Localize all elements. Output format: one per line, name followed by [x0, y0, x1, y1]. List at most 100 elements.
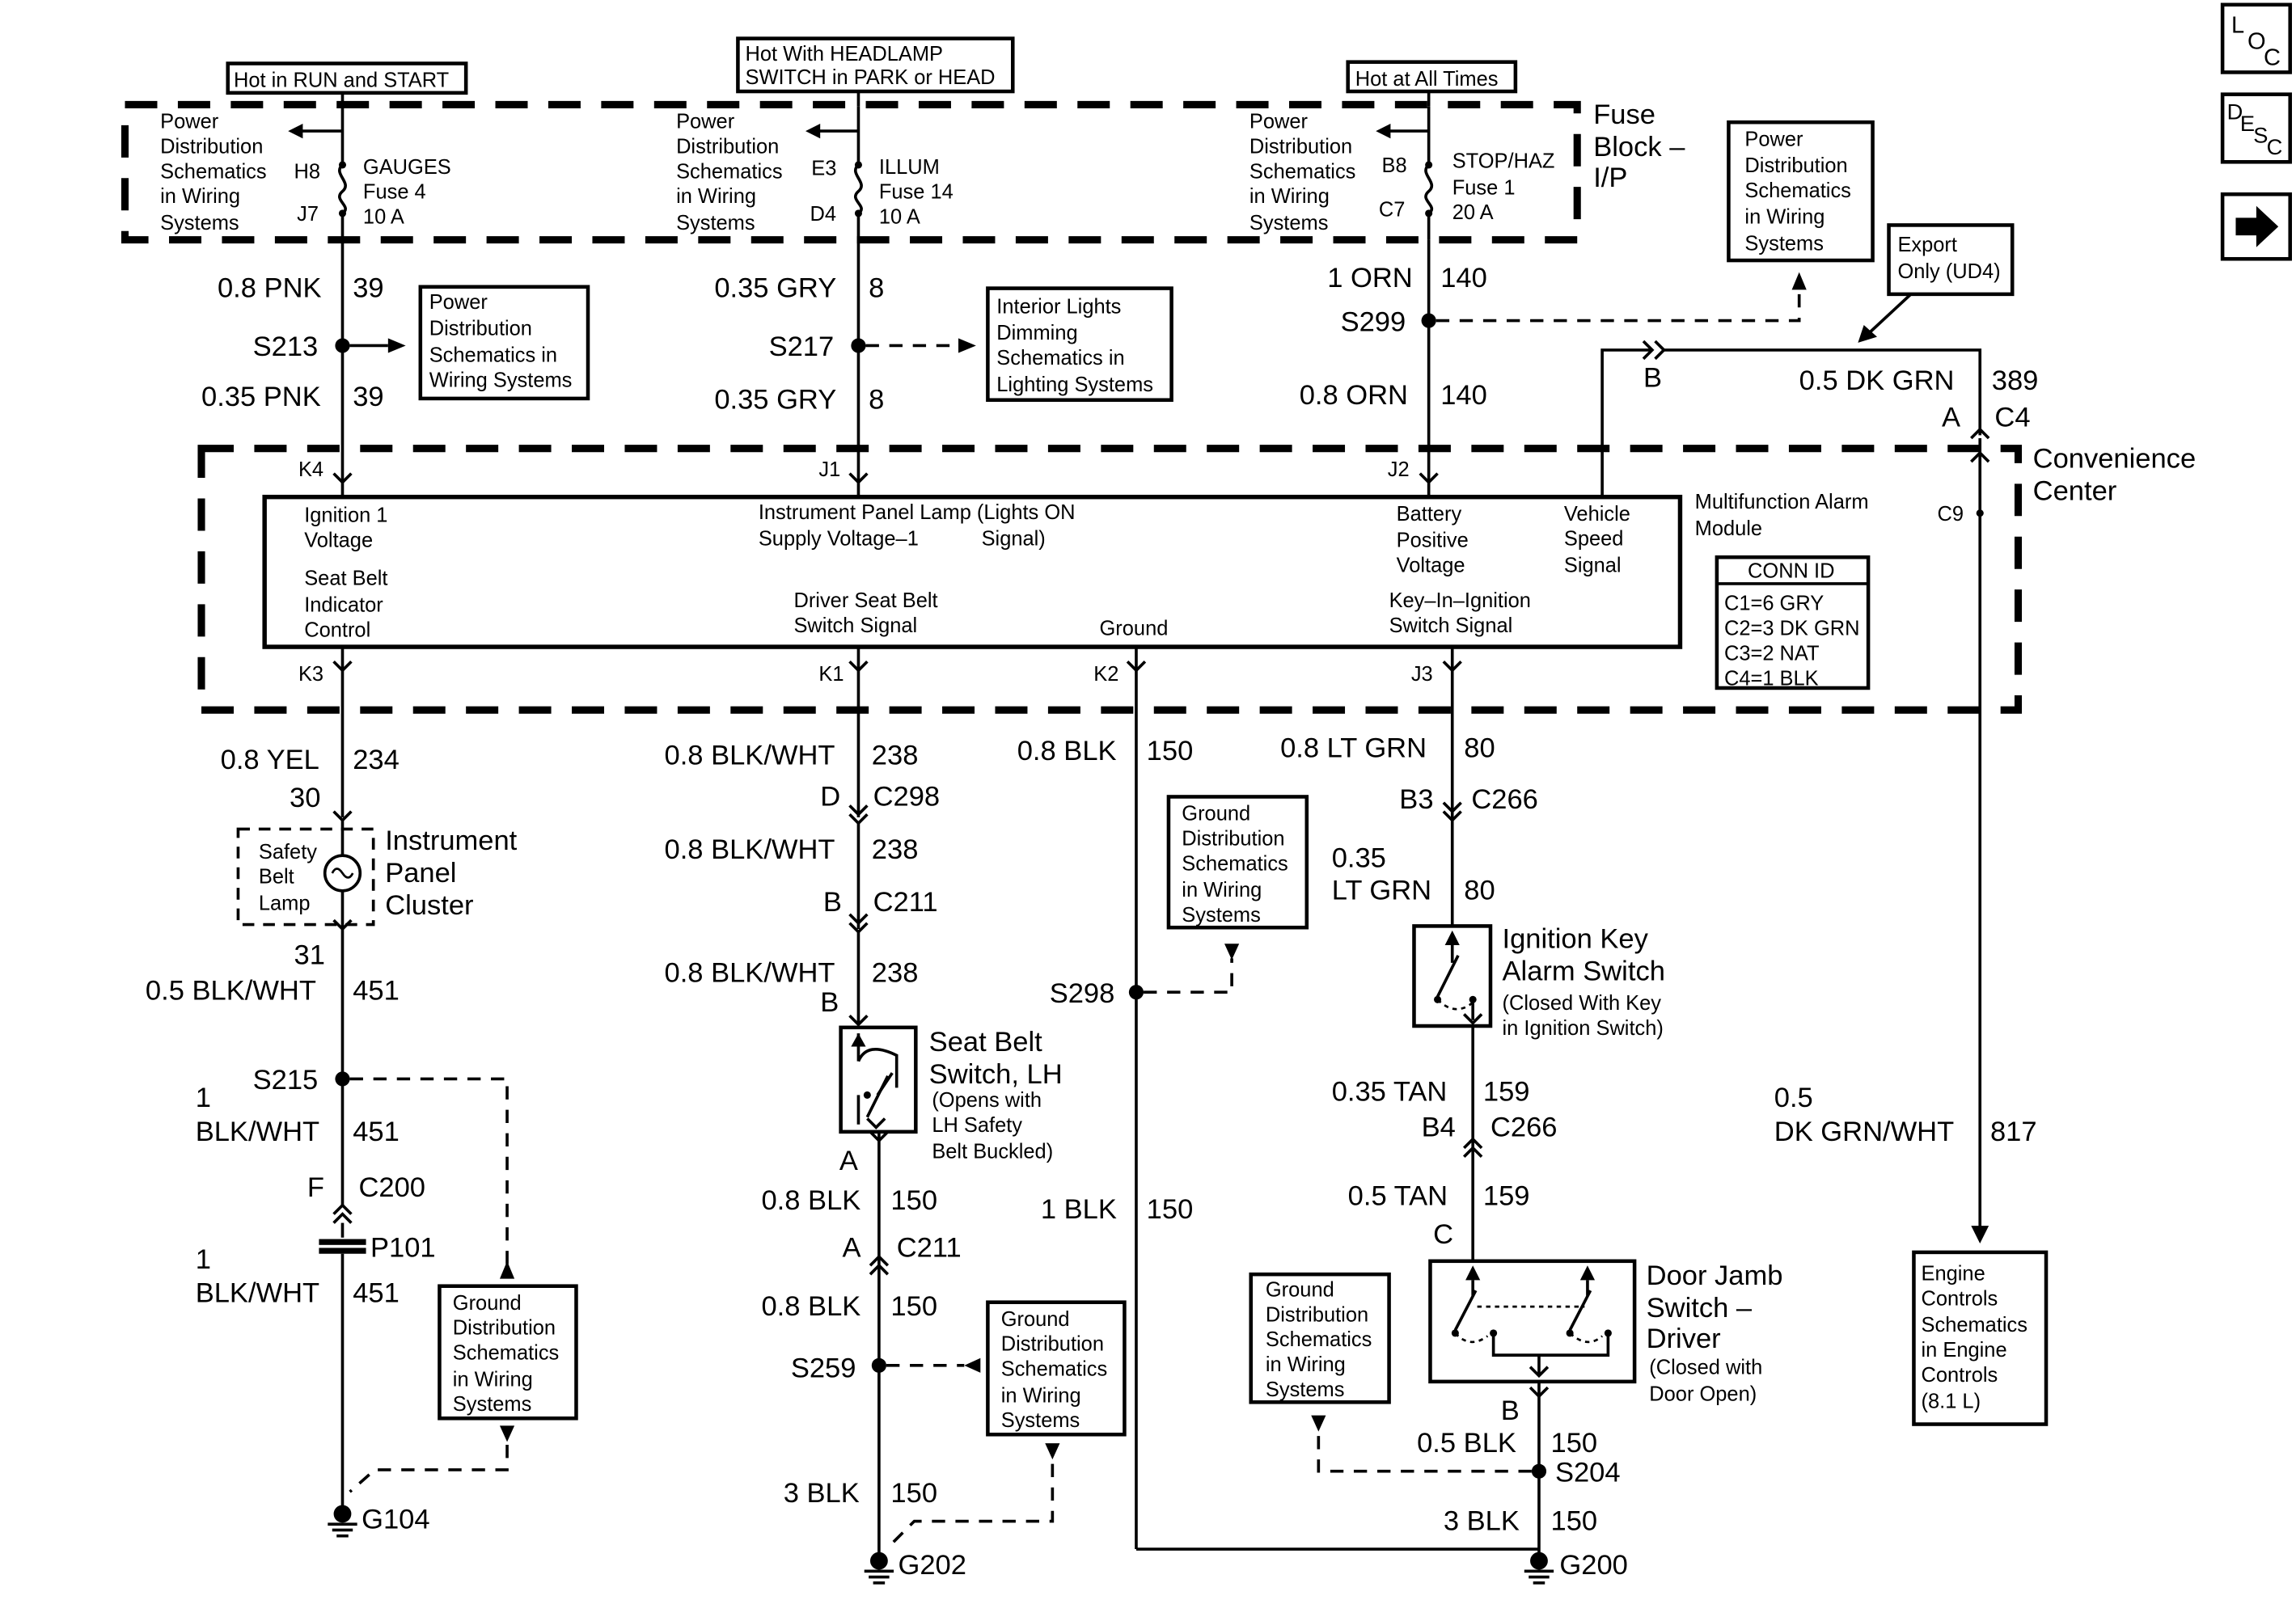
svg-text:E3: E3 [811, 158, 836, 180]
loc-button[interactable]: L O C [2220, 2, 2293, 74]
splice-s217: S217 [769, 331, 976, 362]
svg-text:Distribution: Distribution [1266, 1303, 1368, 1326]
svg-text:C211: C211 [873, 887, 938, 918]
svg-text:20 A: 20 A [1452, 201, 1494, 224]
svg-text:C1=6 GRY: C1=6 GRY [1724, 593, 1824, 615]
svg-text:C200: C200 [358, 1172, 425, 1203]
ignition-key-alarm-switch: Ignition Key Alarm Switch (Closed With K… [1412, 924, 1665, 1040]
svg-text:150: 150 [890, 1291, 937, 1322]
svg-text:150: 150 [890, 1478, 937, 1509]
svg-text:S: S [2253, 123, 2268, 148]
svg-text:Schematics: Schematics [1001, 1358, 1107, 1381]
svg-text:Ground: Ground [1100, 618, 1169, 640]
svg-text:S215: S215 [253, 1065, 319, 1096]
multifunction-alarm-module: Ignition 1 Voltage Instrument Panel Lamp… [262, 494, 1683, 649]
svg-text:0.8 BLK/WHT: 0.8 BLK/WHT [665, 740, 835, 771]
svg-text:Fuse 1: Fuse 1 [1452, 176, 1516, 199]
svg-text:C: C [2267, 134, 2283, 159]
svg-text:C4=1 BLK: C4=1 BLK [1724, 667, 1819, 690]
svg-text:Supply Voltage–1 Sig: Supply Voltage–1 Signal) [759, 528, 1046, 551]
fuse-gauges: H8 J7 GAUGES Fuse 4 10 A [294, 106, 451, 240]
svg-text:K3: K3 [298, 663, 323, 686]
svg-text:C211: C211 [897, 1232, 962, 1263]
svg-text:0.8 BLK/WHT: 0.8 BLK/WHT [665, 834, 835, 865]
ref-ground-s298[interactable]: Ground Distribution Schematics in Wiring… [1166, 795, 1309, 930]
svg-text:ILLUM: ILLUM [879, 156, 940, 179]
ref-ground-s215[interactable]: Ground Distribution Schematics in Wiring… [349, 1284, 578, 1493]
column-150-left: A 0.8 BLK 150 A C211 0.8 BLK 150 S259 3 … [761, 1130, 981, 1556]
svg-text:J3: J3 [1411, 663, 1433, 686]
svg-text:0.8 BLK: 0.8 BLK [761, 1185, 860, 1216]
svg-text:Schematics: Schematics [1922, 1314, 2027, 1336]
svg-text:80: 80 [1464, 733, 1495, 763]
splice-s213: S213 [253, 331, 406, 362]
svg-text:L: L [2231, 12, 2244, 38]
svg-text:Systems: Systems [1182, 904, 1261, 927]
right-arrow-icon [2235, 205, 2279, 247]
svg-text:Switch Signal: Switch Signal [793, 614, 917, 637]
svg-text:C2=3 DK GRN: C2=3 DK GRN [1724, 618, 1860, 640]
svg-text:F: F [307, 1172, 324, 1203]
svg-text:A: A [839, 1146, 858, 1176]
svg-text:S204: S204 [1555, 1457, 1621, 1488]
svg-text:Schematics: Schematics [1744, 179, 1850, 202]
svg-text:Instrument: Instrument [385, 825, 517, 856]
ref-power-dist-right[interactable]: Power Distribution Schematics in Wiring … [1727, 120, 1875, 263]
svg-text:150: 150 [1147, 1194, 1194, 1225]
svg-text:Power: Power [160, 110, 219, 133]
svg-text:0.8 PNK: 0.8 PNK [218, 272, 322, 303]
wire-vss-c4: B 0.5 DK GRN 389 A C4 [1600, 340, 2038, 497]
module-pin-k4: K4 [298, 458, 353, 497]
column-451: 31 0.5 BLK/WHT 451 S215 1 BLK/WHT 451 F … [146, 918, 515, 1507]
svg-text:GAUGES: GAUGES [363, 156, 451, 179]
svg-text:31: 31 [294, 940, 325, 971]
svg-text:238: 238 [872, 957, 919, 988]
svg-text:Switch –: Switch – [1647, 1293, 1753, 1324]
svg-text:Voltage: Voltage [1397, 554, 1465, 576]
svg-text:Distribution: Distribution [429, 318, 532, 340]
svg-text:Voltage: Voltage [304, 529, 373, 551]
svg-text:Systems: Systems [453, 1393, 532, 1416]
svg-text:Ground: Ground [453, 1292, 522, 1315]
svg-text:Distribution: Distribution [676, 135, 779, 158]
svg-text:Seat Belt: Seat Belt [304, 568, 387, 590]
svg-text:Schematics in: Schematics in [429, 344, 557, 366]
svg-text:A: A [842, 1232, 860, 1263]
svg-text:C4: C4 [1994, 402, 2030, 433]
ground-g104: G104 [328, 1505, 430, 1538]
svg-text:SWITCH in PARK or HEAD: SWITCH in PARK or HEAD [745, 66, 995, 89]
svg-text:DK GRN/WHT: DK GRN/WHT [1774, 1117, 1954, 1147]
svg-text:238: 238 [872, 834, 919, 865]
svg-text:0.5: 0.5 [1774, 1083, 1813, 1113]
svg-text:(Closed with: (Closed with [1649, 1357, 1762, 1379]
desc-button[interactable]: D E S C [2220, 92, 2293, 164]
svg-text:Distribution: Distribution [160, 135, 263, 158]
ref-export-only[interactable]: Export Only (UD4) [1858, 223, 2015, 343]
svg-text:Wiring Systems: Wiring Systems [429, 369, 573, 391]
ref-interior-lights[interactable]: Interior Lights Dimming Schematics in Li… [986, 286, 1173, 402]
svg-text:Controls: Controls [1922, 1364, 1998, 1387]
svg-text:Signal: Signal [1564, 554, 1622, 576]
svg-text:B3: B3 [1399, 784, 1433, 815]
svg-text:Belt Buckled): Belt Buckled) [932, 1141, 1053, 1163]
svg-text:150: 150 [890, 1185, 937, 1216]
conn-id-table: CONN ID C1=6 GRY C2=3 DK GRN C3=2 NAT C4… [1715, 555, 1871, 690]
alarm-module-label: Module [1695, 517, 1762, 540]
ref-engine-controls[interactable]: Engine Controls Schematics in Engine Con… [1912, 1250, 2049, 1426]
svg-text:1: 1 [196, 1083, 211, 1113]
ref-ground-s204[interactable]: Ground Distribution Schematics in Wiring… [1249, 1272, 1391, 1404]
svg-text:C298: C298 [873, 781, 941, 812]
seat-belt-switch-lh: Seat Belt Switch, LH (Opens with LH Safe… [839, 1025, 1063, 1163]
svg-text:Lamp: Lamp [259, 892, 311, 914]
svg-text:in Wiring: in Wiring [1249, 185, 1330, 208]
svg-text:J2: J2 [1388, 458, 1410, 481]
svg-text:B: B [1643, 362, 1662, 393]
svg-text:1: 1 [196, 1244, 211, 1275]
ref-ground-s259[interactable]: Ground Distribution Schematics in Wiring… [888, 1300, 1127, 1547]
svg-text:Door Open): Door Open) [1649, 1383, 1757, 1405]
svg-text:Ground: Ground [1182, 803, 1250, 825]
next-button[interactable] [2220, 192, 2293, 261]
ref-power-dist-s213[interactable]: Power Distribution Schematics in Wiring … [418, 285, 590, 401]
svg-text:Export: Export [1897, 234, 1957, 256]
svg-text:Indicator: Indicator [304, 593, 383, 616]
